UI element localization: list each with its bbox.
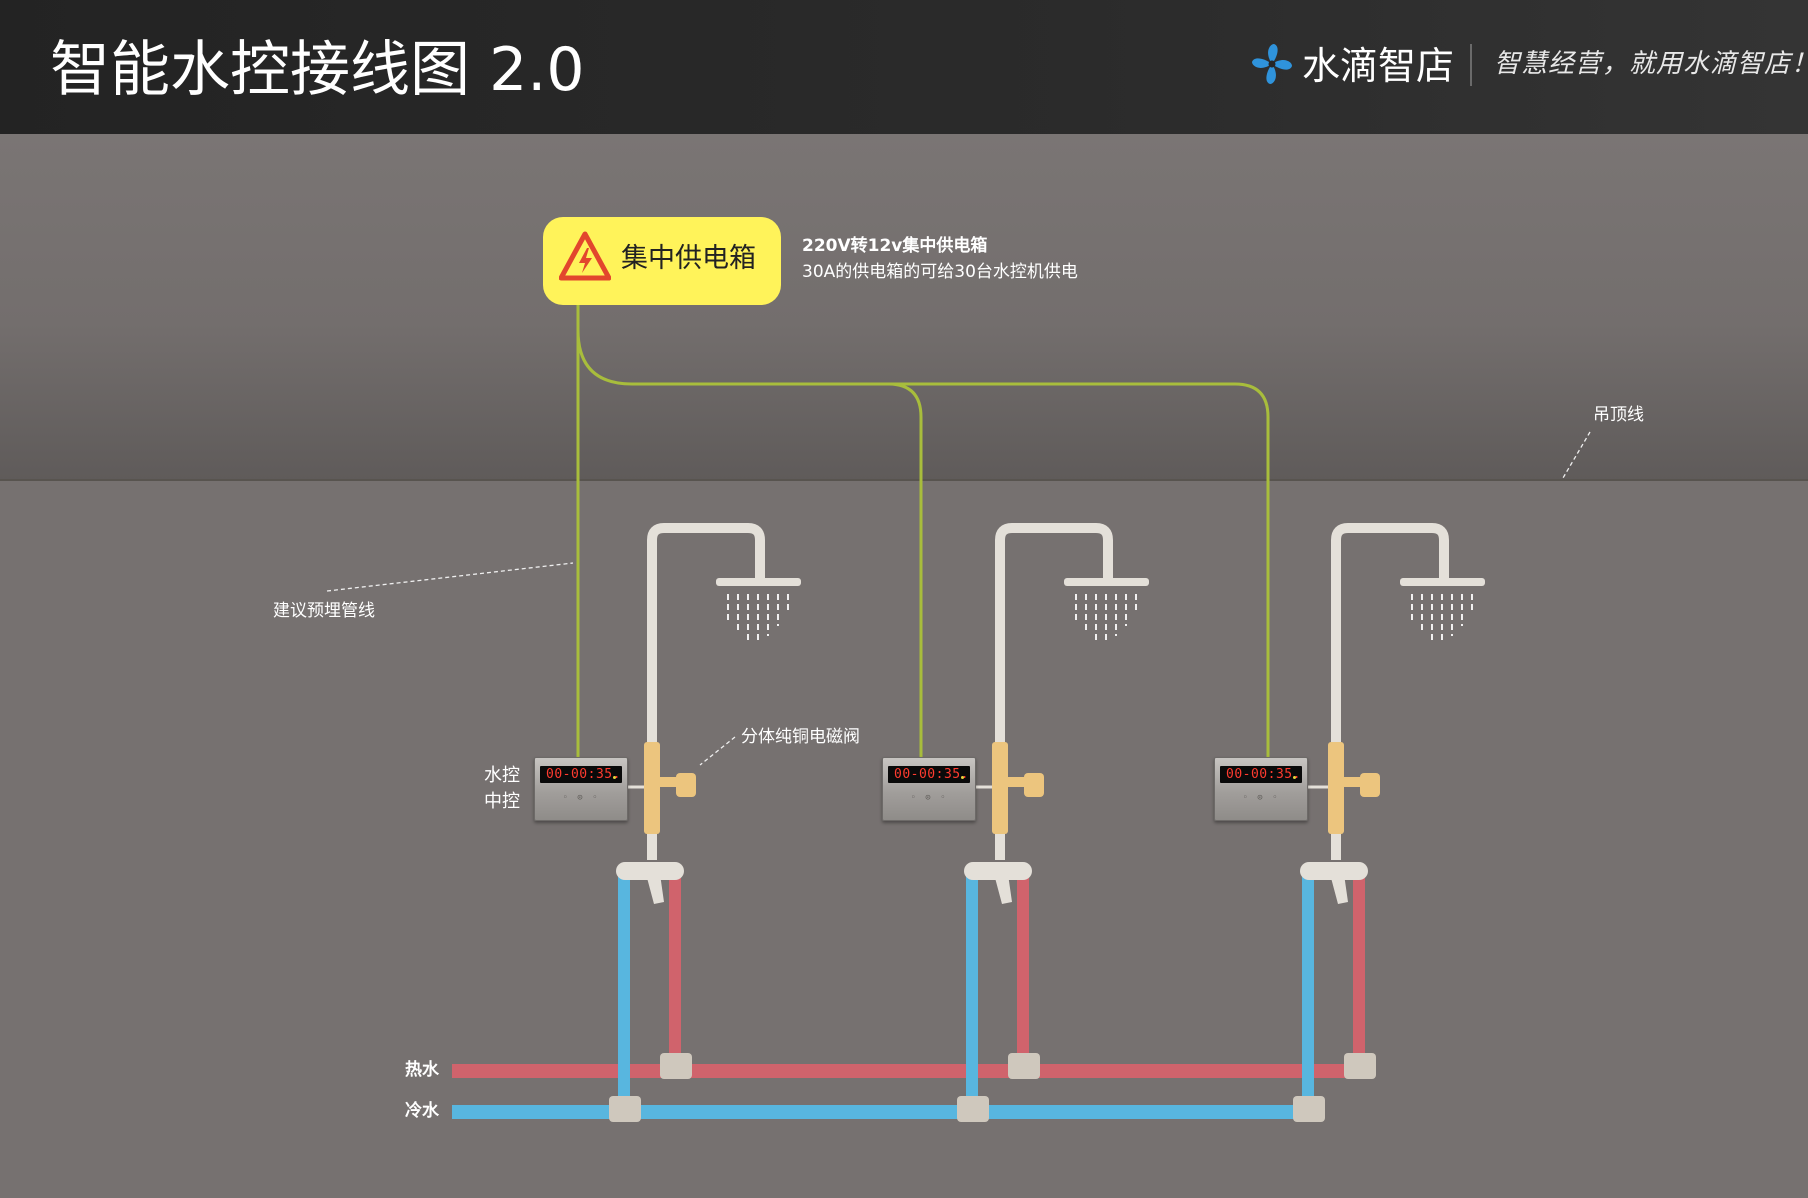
- hot-riser-2: [1017, 875, 1029, 1061]
- valve-leader-line: [699, 736, 736, 766]
- high-voltage-warning-icon: [559, 231, 611, 281]
- water-spray-3: [1411, 594, 1473, 644]
- hot-riser-1: [669, 875, 681, 1061]
- power-box-label: 集中供电箱: [621, 243, 756, 274]
- water-spray-2: [1075, 594, 1137, 644]
- power-wire-2: [576, 300, 923, 757]
- controller-display-text: 00-00:35.: [1226, 767, 1301, 782]
- header-divider: [1470, 44, 1472, 86]
- brand-name: 水滴智店: [1302, 44, 1455, 88]
- solenoid-valve-coil-3: [1360, 773, 1380, 797]
- controller-display: 00-00:35.: [1220, 766, 1302, 783]
- hot-water-main-pipe: [452, 1064, 1370, 1078]
- controller-display-text: 00-00:35.: [546, 767, 621, 782]
- shower-unit-3: [1293, 523, 1485, 1122]
- solenoid-valve-body-3: [1328, 742, 1344, 834]
- controller-label: 水控中控: [484, 765, 520, 812]
- cold-fitting-3: [1293, 1096, 1325, 1122]
- water-drop-pinwheel-icon: [1252, 44, 1292, 84]
- power-spec-title: 220V转12v集中供电箱: [802, 236, 988, 256]
- water-controller-2: 00-00:35. ◦ ⊙ ◦: [882, 757, 976, 821]
- controller-display: 00-00:35.: [540, 766, 622, 783]
- solenoid-valve-body-1: [644, 742, 660, 834]
- cold-fitting-2: [957, 1096, 989, 1122]
- faucet-handle-2: [994, 874, 1012, 904]
- hot-fitting-1: [660, 1053, 692, 1079]
- cold-fitting-1: [609, 1096, 641, 1122]
- hot-fitting-3: [1344, 1053, 1376, 1079]
- pre-embed-leader-line: [326, 562, 574, 592]
- solenoid-valve-coil-2: [1024, 773, 1044, 797]
- hot-riser-3: [1353, 875, 1365, 1061]
- faucet-handle-3: [1330, 874, 1348, 904]
- power-spec-desc: 30A的供电箱的可给30台水控机供电: [802, 262, 1078, 282]
- shower-pipe-1: [647, 523, 765, 860]
- power-wire-3: [888, 382, 1270, 757]
- hot-fitting-2: [1008, 1053, 1040, 1079]
- controller-keys: ◦ ⊙ ◦: [910, 793, 948, 803]
- shower-pipe-2: [995, 523, 1113, 860]
- shower-unit-1: [609, 523, 801, 1122]
- water-controller-3: 00-00:35. ◦ ⊙ ◦: [1214, 757, 1308, 821]
- solenoid-valve-arm-2: [1006, 777, 1026, 787]
- shower-head-1: [716, 578, 801, 586]
- shower-head-2: [1064, 578, 1149, 586]
- central-power-box: 集中供电箱: [543, 217, 781, 305]
- solenoid-valve-body-2: [992, 742, 1008, 834]
- shower-head-3: [1400, 578, 1485, 586]
- shower-unit-2: [957, 523, 1149, 1122]
- water-spray-1: [727, 594, 789, 644]
- ceiling-area: [0, 134, 1808, 480]
- controller-display-text: 00-00:35.: [894, 767, 969, 782]
- cold-riser-1: [618, 875, 630, 1111]
- hot-water-label: 热水: [405, 1060, 439, 1080]
- ceiling-line-label: 吊顶线: [1593, 405, 1644, 425]
- faucet-body-1: [616, 862, 684, 880]
- page-title: 智能水控接线图 2.0: [50, 35, 585, 105]
- controller-keys: ◦ ⊙ ◦: [1242, 793, 1280, 803]
- faucet-body-3: [1300, 862, 1368, 880]
- solenoid-valve-coil-1: [676, 773, 696, 797]
- solenoid-valve-arm-1: [658, 777, 678, 787]
- cold-water-label: 冷水: [405, 1101, 439, 1121]
- controller-keys: ◦ ⊙ ◦: [562, 793, 600, 803]
- pre-embed-label: 建议预埋管线: [273, 601, 375, 621]
- cold-water-main-pipe: [452, 1105, 1322, 1119]
- solenoid-valve-arm-3: [1342, 777, 1362, 787]
- faucet-handle-1: [646, 874, 664, 904]
- slogan: 智慧经营，就用水滴智店！: [1494, 49, 1808, 79]
- ceiling-edge: [0, 479, 1808, 481]
- water-controller-1: 00-00:35. ◦ ⊙ ◦: [534, 757, 628, 821]
- valve-label: 分体纯铜电磁阀: [741, 727, 860, 747]
- ceiling-leader-line: [1562, 431, 1591, 479]
- cold-riser-2: [966, 875, 978, 1111]
- cold-riser-3: [1302, 875, 1314, 1111]
- shower-pipe-3: [1331, 523, 1449, 860]
- controller-display: 00-00:35.: [888, 766, 970, 783]
- header-bar: 智能水控接线图 2.0 水滴智店 智慧经营，就用水滴智店！: [0, 0, 1808, 134]
- faucet-body-2: [964, 862, 1032, 880]
